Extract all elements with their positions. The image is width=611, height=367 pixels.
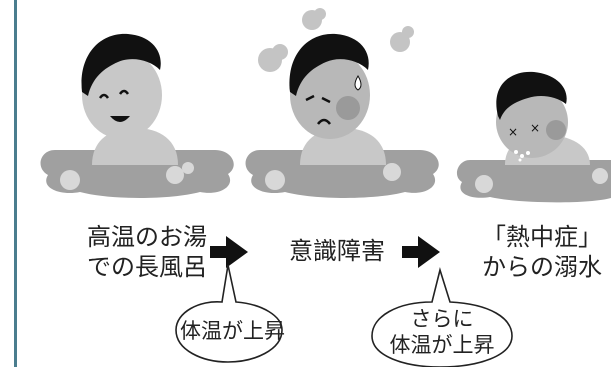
callout-line: 体温が上昇 [180, 319, 285, 343]
bath-water-2 [245, 150, 439, 198]
callout-text: さらに 体温が上昇 [380, 306, 504, 358]
bath-water-1 [40, 150, 234, 198]
svg-text:×: × [530, 121, 540, 135]
callout-line: さらに [410, 307, 474, 331]
face-3 [496, 86, 568, 158]
callout-text: 体温が上昇 [180, 318, 285, 344]
stage-label-line: からの溺水 [482, 253, 602, 281]
face-1 [82, 51, 162, 139]
hair-2 [289, 33, 369, 96]
bath-water-3 [456, 160, 611, 203]
stage-label: 高温のお湯 での長風呂 [84, 222, 210, 282]
person-dizzy [245, 8, 439, 198]
hair-3 [496, 71, 567, 120]
callout-bubble [371, 267, 513, 367]
stage-label-line: での長風呂 [87, 253, 207, 281]
arrow-right-icon [210, 236, 248, 268]
callout-bubble [175, 264, 283, 363]
stage-label-line: 高温のお湯 [87, 223, 207, 251]
left-accent-rule [14, 0, 17, 367]
person-unconscious: × × [456, 71, 611, 203]
stage-label: 意識障害 [282, 236, 392, 266]
hair-1 [81, 33, 161, 96]
stage-label-line: 「熱中症」 [482, 223, 602, 251]
arrow-right-icon [402, 236, 440, 268]
callout-line: 体温が上昇 [389, 333, 495, 357]
stage-label: 「熱中症」 からの溺水 [482, 222, 611, 282]
stage-label-line: 意識障害 [289, 237, 385, 265]
person-happy [40, 33, 234, 198]
svg-text:×: × [508, 125, 518, 139]
